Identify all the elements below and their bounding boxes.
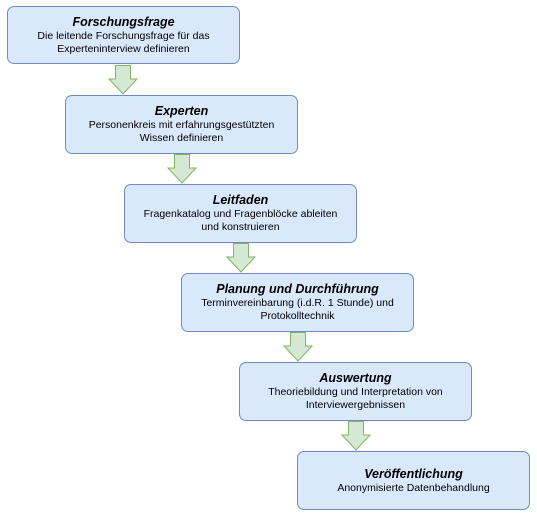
down-arrow-icon [107, 65, 139, 95]
step-description-line: Interviewergebnissen [305, 399, 406, 411]
step-title: Auswertung [319, 371, 392, 385]
step-title: Forschungsfrage [72, 14, 175, 29]
step-box-veroeffentlichung: Veröffentlichung Anonymisierte Datenbeha… [297, 451, 530, 510]
step-description-line: Anonymisierte Datenbehandlung [337, 481, 490, 494]
step-box-experten: Experten Personenkreis mit erfahrungsges… [65, 95, 298, 154]
step-box-leitfaden: Leitfaden Fragenkatalog und Fragenblöcke… [124, 184, 357, 243]
step-box-planung-und-durchfuehrung: Planung und Durchführung Terminvereinbar… [181, 273, 414, 332]
step-description-line: Protokolltechnik [260, 310, 335, 322]
down-arrow-icon [282, 332, 314, 362]
step-description-line: und konstruieren [201, 221, 280, 233]
step-description-line: Die leitende Forschungsfrage für das [37, 29, 210, 42]
down-arrow-icon [225, 243, 257, 273]
step-description-line: Terminvereinbarung (i.d.R. 1 Stunde) und [201, 297, 394, 309]
step-box-auswertung: Auswertung Theoriebildung und Interpreta… [239, 362, 472, 421]
step-description-line: Theoriebildung und Interpretation von [268, 386, 443, 398]
step-description-line: Wissen definieren [139, 132, 224, 144]
step-description-line: Personenkreis mit erfahrungsgestützten [88, 119, 275, 131]
down-arrow-icon [340, 421, 372, 451]
step-description-line: Experteninterview definieren [57, 42, 190, 55]
step-box-forschungsfrage: Forschungsfrage Die leitende Forschungsf… [7, 6, 240, 64]
step-title: Leitfaden [212, 193, 269, 207]
step-title: Experten [154, 104, 209, 118]
step-title: Veröffentlichung [364, 466, 463, 481]
step-title: Planung und Durchführung [216, 282, 379, 296]
step-description-line: Fragenkatalog und Fragenblöcke ableiten [143, 208, 338, 220]
down-arrow-icon [166, 154, 198, 184]
